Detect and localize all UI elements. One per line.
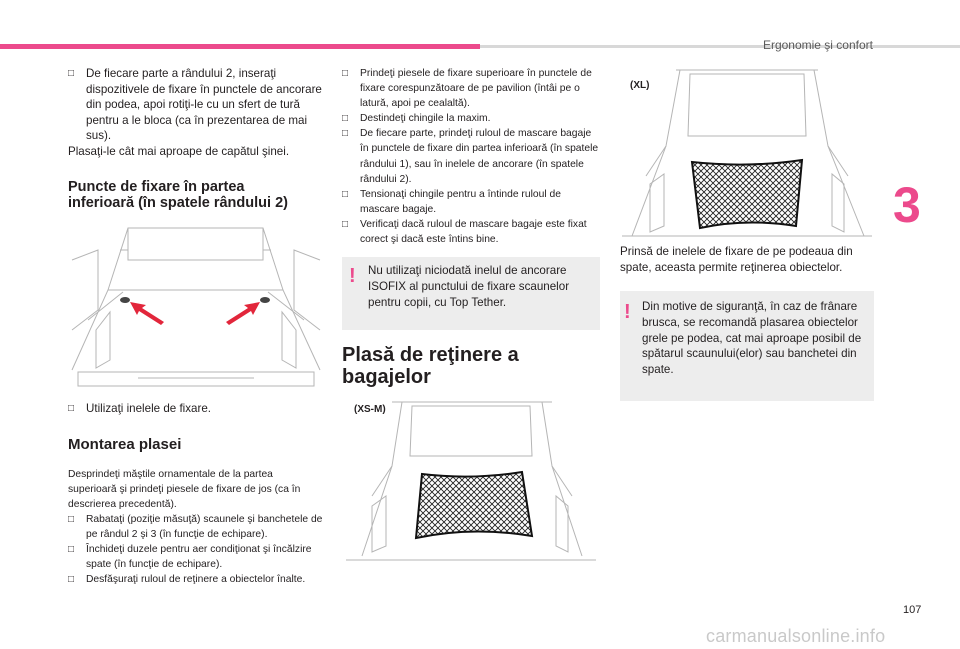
checkbox-bullet-icon: □ xyxy=(68,574,75,586)
instruction-bullet: □ Verificaţi dacă ruloul de mascare baga… xyxy=(342,218,587,246)
instruction-bullet: □ Prindeţi piesele de fixare superioare … xyxy=(342,68,592,110)
instruction-bullet: □ De fiecare parte, prindeţi ruloul de m… xyxy=(342,128,599,185)
paragraph: Desprindeţi măştile ornamentale de la pa… xyxy=(68,468,301,510)
checkbox-bullet-icon: □ xyxy=(342,218,349,230)
section-heading: Montarea plasei xyxy=(68,435,182,453)
paragraph: Plasaţi-le cât mai aproape de capătul şi… xyxy=(68,144,290,158)
image-label: (XL) xyxy=(630,80,650,91)
warning-box: ! Nu utilizaţi niciodată inelul de ancor… xyxy=(342,257,600,331)
checkbox-bullet-icon: □ xyxy=(68,543,75,555)
instruction-bullet: □ Utilizaţi inelele de fixare. xyxy=(68,402,212,415)
cargo-net-xl-illustration xyxy=(622,69,872,237)
column-middle: □ Prindeţi piesele de fixare superioare … xyxy=(342,66,600,566)
checkbox-bullet-icon: □ xyxy=(68,403,75,414)
checkbox-bullet-icon: □ xyxy=(342,188,349,200)
exclamation-icon: ! xyxy=(624,301,631,323)
header-rule xyxy=(480,45,960,48)
section-heading: Puncte de fixare în partea inferioară (î… xyxy=(68,179,288,211)
paragraph: Prinsă de inelele de fixare de pe podeau… xyxy=(620,245,853,274)
instruction-bullet: □ Rabataţi (poziţie măsuţă) scaunele şi … xyxy=(68,513,323,540)
image-label: (XS-M) xyxy=(354,404,386,416)
instruction-bullet: □ De fiecare parte a rândului 2, inseraţ… xyxy=(68,67,322,142)
column-right: (XL) Prinsă de inelele de fixare de pe p… xyxy=(620,66,874,401)
checkbox-bullet-icon: □ xyxy=(342,128,349,140)
header-accent-bar xyxy=(0,44,480,49)
net-illustration-xs-m: (XS-M) xyxy=(342,396,600,566)
warning-box: ! Din motive de siguranţă, în caz de frâ… xyxy=(620,291,874,401)
exclamation-icon: ! xyxy=(349,265,356,288)
section-heading: Plasă de reţinere a bagajelor xyxy=(342,344,519,389)
instruction-bullet: □ Desfăşuraţi ruloul de reţinere a obiec… xyxy=(68,572,324,587)
page-number: 107 xyxy=(903,604,922,616)
instruction-bullet: □ Destindeţi chingile la maxim. xyxy=(342,111,600,126)
trunk-floor-illustration xyxy=(71,227,321,387)
watermark: carmanualsonline.info xyxy=(706,626,886,646)
net-illustration-xl: (XL) xyxy=(620,66,874,238)
column-left: □ De fiecare parte a rândului 2, inseraţ… xyxy=(68,66,324,587)
chapter-number: 3 xyxy=(893,177,921,233)
cargo-net-xs-m-illustration xyxy=(346,401,596,561)
instruction-bullet: □ Tensionaţi chingile pentru a întinde r… xyxy=(342,188,561,215)
instruction-bullet: □ Închideţi duzele pentru aer condiţiona… xyxy=(68,543,312,571)
checkbox-bullet-icon: □ xyxy=(68,68,75,79)
checkbox-bullet-icon: □ xyxy=(342,113,349,125)
section-title: Ergonomie şi confort xyxy=(762,38,873,52)
checkbox-bullet-icon: □ xyxy=(68,513,75,525)
checkbox-bullet-icon: □ xyxy=(342,68,349,79)
